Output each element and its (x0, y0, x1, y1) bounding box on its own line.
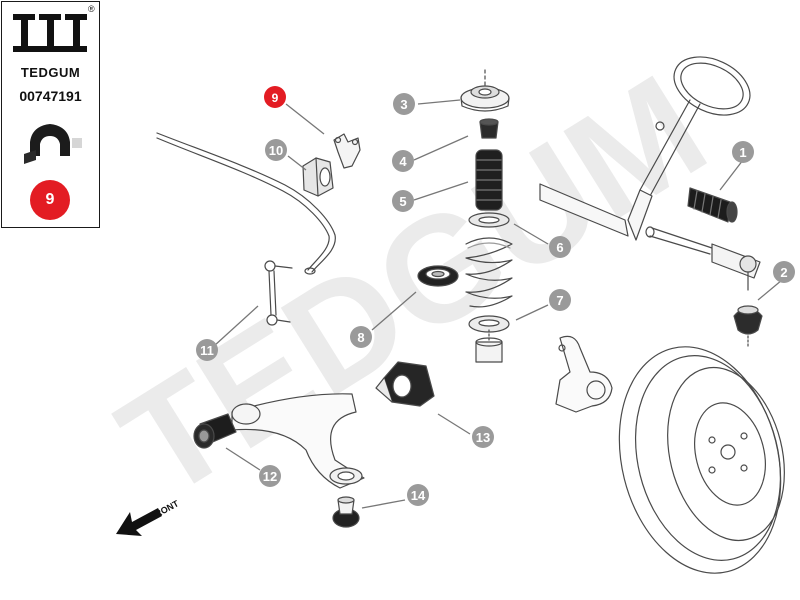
svg-text:6: 6 (556, 240, 563, 255)
callout-10[interactable]: 10 (265, 139, 287, 161)
callout-8[interactable]: 8 (350, 326, 372, 348)
callout-9-selected[interactable]: 9 (264, 86, 286, 108)
svg-text:7: 7 (556, 293, 563, 308)
svg-text:10: 10 (269, 143, 283, 158)
svg-text:8: 8 (357, 330, 364, 345)
callout-11[interactable]: 11 (196, 339, 218, 361)
callout-7[interactable]: 7 (549, 289, 571, 311)
callout-13[interactable]: 13 (472, 426, 494, 448)
dust-boot (475, 149, 503, 211)
svg-text:9: 9 (272, 91, 279, 105)
callout-5[interactable]: 5 (392, 190, 414, 212)
strut-lower-bracket (475, 329, 503, 363)
svg-text:1: 1 (739, 145, 746, 160)
svg-text:11: 11 (200, 343, 214, 358)
callout-1[interactable]: 1 (732, 141, 754, 163)
coil-spring (465, 237, 513, 308)
brand-name: TEDGUM (20, 65, 81, 80)
svg-text:12: 12 (263, 469, 277, 484)
tedgum-logo-icon (13, 14, 87, 52)
ball-joint (332, 496, 360, 528)
ball-joint-boot (733, 305, 763, 347)
front-direction-arrow: FRONT (116, 498, 181, 536)
callout-6[interactable]: 6 (549, 236, 571, 258)
callout-12[interactable]: 12 (259, 465, 281, 487)
strut-bearing (417, 265, 459, 287)
callout-3[interactable]: 3 (393, 93, 415, 115)
strut-top-mount (460, 69, 510, 112)
callout-4[interactable]: 4 (392, 150, 414, 172)
wheel (618, 346, 785, 574)
tie-rod-end (711, 243, 761, 291)
bump-stop (479, 118, 499, 139)
stabilizer-bar (156, 132, 336, 275)
stabilizer-bushing-10 (302, 157, 334, 197)
lower-control-arm (231, 393, 365, 489)
control-arm-bushing-12 (193, 413, 237, 449)
product-card: ® TEDGUM 00747191 9 (1, 1, 100, 228)
bushing-thumbnail-icon (24, 124, 82, 164)
steering-knuckle (555, 335, 613, 413)
registered-mark: ® (88, 4, 95, 14)
spring-upper-seat (468, 212, 510, 228)
callouts: 1 2 3 4 5 6 7 8 9 10 11 12 13 14 (196, 86, 795, 506)
control-arm-bushing-13 (375, 361, 435, 407)
svg-text:13: 13 (476, 430, 490, 445)
callout-14[interactable]: 14 (407, 484, 429, 506)
svg-text:3: 3 (400, 97, 407, 112)
part-number: 00747191 (19, 88, 82, 104)
svg-text:2: 2 (780, 265, 787, 280)
steering-assembly (539, 56, 751, 255)
callout-2[interactable]: 2 (773, 261, 795, 283)
svg-text:5: 5 (399, 194, 406, 209)
bracket-9 (333, 133, 361, 169)
svg-text:14: 14 (411, 488, 426, 503)
selected-part-badge: 9 (30, 180, 70, 220)
stabilizer-link (264, 260, 293, 326)
steering-rack-boot (687, 187, 738, 223)
svg-text:4: 4 (399, 154, 407, 169)
